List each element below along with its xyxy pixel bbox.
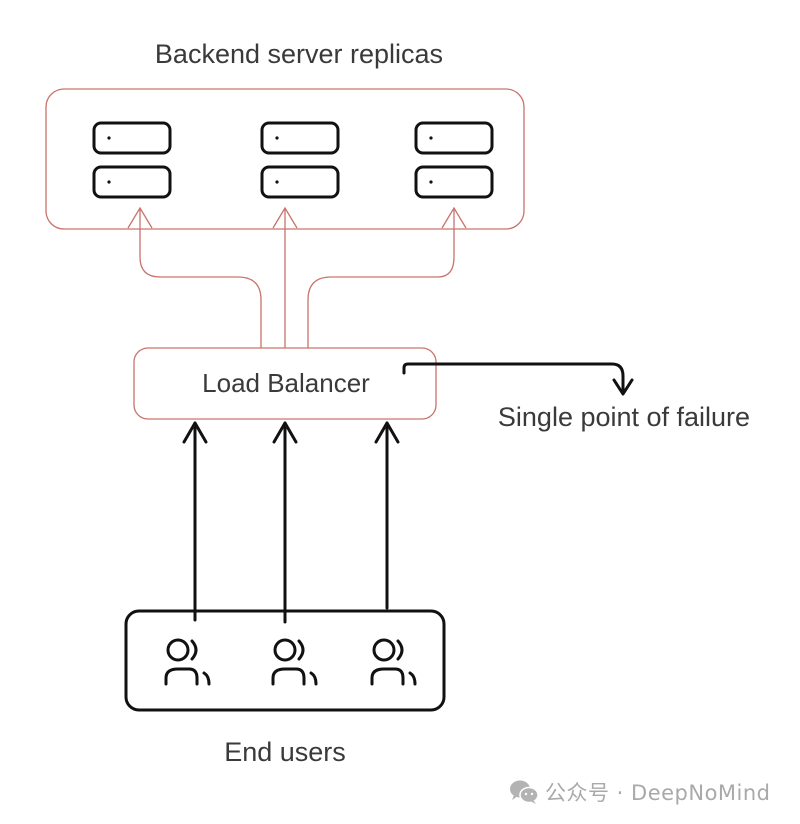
request-arrowhead-2 — [272, 421, 298, 444]
server-led — [429, 180, 433, 184]
connector-left — [139, 208, 262, 348]
server-unit — [260, 121, 340, 155]
users-icon-1 — [164, 638, 211, 686]
user-request-arrows — [182, 421, 400, 624]
backend-title: Backend server replicas — [155, 39, 443, 69]
end-users-label: End users — [224, 737, 346, 767]
request-arrowhead-3 — [374, 421, 400, 444]
users-icon-3 — [370, 638, 417, 686]
end-users-container — [124, 609, 446, 712]
spof-arrowhead — [612, 378, 634, 396]
spof-label: Single point of failure — [498, 402, 750, 432]
server-unit — [414, 121, 494, 155]
arrowhead-right — [441, 206, 467, 229]
server-replica-3 — [414, 121, 494, 199]
server-unit — [414, 165, 494, 199]
users-icon-2 — [271, 638, 318, 686]
server-led — [107, 136, 111, 140]
lb-to-replica-connectors — [127, 206, 467, 348]
connector-right — [307, 208, 455, 348]
request-arrowhead-1 — [182, 421, 208, 444]
server-unit — [92, 165, 172, 199]
watermark: 公众号 · DeepNoMind — [509, 778, 771, 806]
spof-arrow — [402, 362, 625, 394]
arrowhead-left — [127, 206, 153, 229]
server-unit — [92, 121, 172, 155]
load-balancer-label: Load Balancer — [202, 368, 370, 398]
server-led — [275, 136, 279, 140]
wechat-icon — [510, 780, 539, 804]
server-led — [275, 180, 279, 184]
watermark-text: 公众号 · DeepNoMind — [545, 781, 771, 805]
server-replica-1 — [92, 121, 172, 199]
server-replica-2 — [260, 121, 340, 199]
server-led — [107, 180, 111, 184]
arrowhead-middle — [272, 206, 298, 229]
server-led — [429, 136, 433, 140]
server-unit — [260, 165, 340, 199]
load-balancer-box — [133, 347, 437, 420]
